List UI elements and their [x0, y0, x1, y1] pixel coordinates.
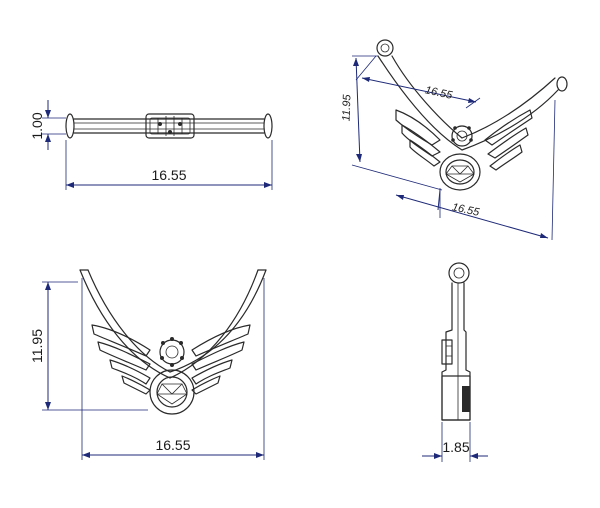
top-view-part — [65, 113, 273, 139]
isometric-width-dimension: 16.55 — [355, 55, 481, 109]
side-view-part — [441, 262, 471, 421]
front-view-width-label: 16.55 — [155, 437, 190, 453]
isometric-depth-label: 16.55 — [451, 201, 481, 219]
isometric-view: 11.95 16.55 16.55 — [341, 39, 568, 241]
isometric-width-label: 16.55 — [424, 84, 454, 102]
front-view: 11.95 16.55 — [29, 269, 267, 460]
isometric-height-label: 11.95 — [341, 93, 354, 121]
front-view-part — [79, 269, 267, 415]
side-view-thickness-label: 1.85 — [442, 439, 469, 455]
top-view-width-dimension: 16.55 — [65, 140, 273, 190]
front-view-height-label: 11.95 — [29, 329, 45, 363]
isometric-depth-dimension: 16.55 — [395, 99, 556, 241]
top-view: 1.00 16.55 — [29, 100, 273, 190]
top-view-thickness-label: 1.00 — [29, 112, 45, 139]
front-view-width-dimension: 16.55 — [81, 278, 265, 460]
side-view: 1.85 — [422, 262, 488, 462]
front-view-height-dimension: 11.95 — [29, 281, 148, 411]
isometric-height-dimension: 11.95 — [341, 55, 443, 191]
top-view-width-label: 16.55 — [151, 167, 186, 183]
side-view-thickness-dimension: 1.85 — [422, 422, 488, 462]
top-view-thickness-dimension: 1.00 — [29, 100, 66, 150]
isometric-part — [376, 39, 568, 191]
